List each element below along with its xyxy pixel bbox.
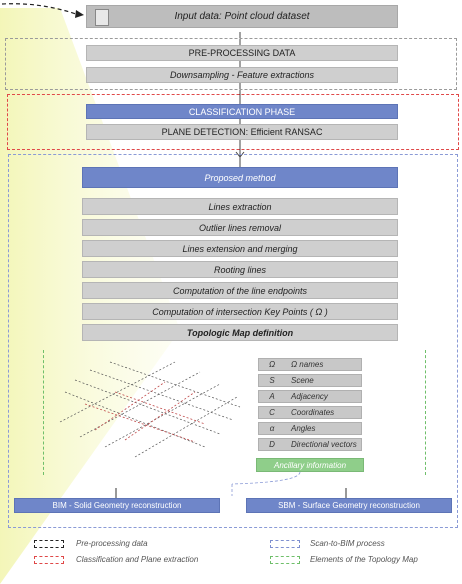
attribute-label: Directional vectors xyxy=(291,440,357,449)
input-box: Input data: Point cloud dataset xyxy=(86,5,398,28)
legend-label: Classification and Plane extraction xyxy=(76,555,199,564)
classification-label: CLASSIFICATION PHASE xyxy=(188,106,296,117)
step-box: Topologic Map definition xyxy=(82,324,398,341)
downsampling-label: Downsampling - Feature extractions xyxy=(169,70,315,80)
scan-to-bim-region xyxy=(8,154,458,528)
step-label: Lines extraction xyxy=(208,201,272,212)
attribute-row: A Adjacency xyxy=(258,390,362,403)
legend-label: Elements of the Topology Map xyxy=(310,555,418,564)
document-icon xyxy=(95,9,109,26)
attribute-row: α Angles xyxy=(258,422,362,435)
step-label: Topologic Map definition xyxy=(186,327,294,338)
topology-region-left xyxy=(43,350,44,475)
sbm-output-label: SBM - Surface Geometry reconstruction xyxy=(278,501,420,510)
attribute-label: Adjacency xyxy=(291,392,328,401)
step-label: Rooting lines xyxy=(213,264,267,275)
attribute-symbol: Ω xyxy=(268,360,276,369)
legend-swatch-scan-to-bim xyxy=(270,540,300,548)
sbm-output-box: SBM - Surface Geometry reconstruction xyxy=(246,498,452,513)
legend-swatch-preprocessing xyxy=(34,540,64,548)
attribute-label: Ω names xyxy=(291,360,324,369)
bim-output-label: BIM - Solid Geometry reconstruction xyxy=(52,501,182,510)
input-label: Input data: Point cloud dataset xyxy=(174,11,310,22)
step-label: Computation of intersection Key Points (… xyxy=(152,306,328,317)
downsampling-box: Downsampling - Feature extractions xyxy=(86,67,398,83)
attribute-label: Scene xyxy=(291,376,314,385)
classification-box: CLASSIFICATION PHASE xyxy=(86,104,398,119)
step-box: Lines extraction xyxy=(82,198,398,215)
input-arrow xyxy=(1,3,84,18)
plane-detection-box: PLANE DETECTION: Efficient RANSAC xyxy=(86,124,398,140)
attribute-row: D Directional vectors xyxy=(258,438,362,451)
legend-label: Pre-processing data xyxy=(76,539,148,548)
attribute-symbol: D xyxy=(269,440,275,449)
attribute-label: Angles xyxy=(291,424,316,433)
output-connectors xyxy=(115,471,347,498)
step-box: Outlier lines removal xyxy=(82,219,398,236)
attribute-label: Coordinates xyxy=(291,408,335,417)
preprocessing-box: PRE-PROCESSING DATA xyxy=(86,45,398,61)
topology-map-figure xyxy=(59,361,241,458)
preprocessing-label: PRE-PROCESSING DATA xyxy=(188,48,296,58)
attribute-row: S Scene xyxy=(258,374,362,387)
attribute-row: Ω Ω names xyxy=(258,358,362,371)
attribute-symbol: C xyxy=(269,408,275,417)
step-box: Computation of the line endpoints xyxy=(82,282,398,299)
legend-label: Scan-to-BIM process xyxy=(310,539,385,548)
legend-swatch-classification xyxy=(34,556,64,564)
attribute-symbol: α xyxy=(269,424,275,433)
proposed-method-box: Proposed method xyxy=(82,167,398,188)
step-label: Computation of the line endpoints xyxy=(172,285,308,296)
plane-detection-label: PLANE DETECTION: Efficient RANSAC xyxy=(161,127,323,137)
step-box: Computation of intersection Key Points (… xyxy=(82,303,398,320)
preprocessing-region xyxy=(5,38,457,90)
step-box: Lines extension and merging xyxy=(82,240,398,257)
proposed-method-label: Proposed method xyxy=(204,172,276,183)
step-label: Outlier lines removal xyxy=(198,222,282,233)
bim-output-box: BIM - Solid Geometry reconstruction xyxy=(14,498,220,513)
ancillary-box: Ancillary information xyxy=(256,458,364,472)
attribute-symbol: A xyxy=(269,392,275,401)
step-box: Rooting lines xyxy=(82,261,398,278)
legend-swatch-topology xyxy=(270,556,300,564)
topology-region-right xyxy=(425,350,426,475)
step-label: Lines extension and merging xyxy=(182,243,298,254)
attribute-symbol: S xyxy=(269,376,275,385)
attribute-row: C Coordinates xyxy=(258,406,362,419)
classification-region xyxy=(7,94,459,150)
ancillary-label: Ancillary information xyxy=(273,460,347,470)
